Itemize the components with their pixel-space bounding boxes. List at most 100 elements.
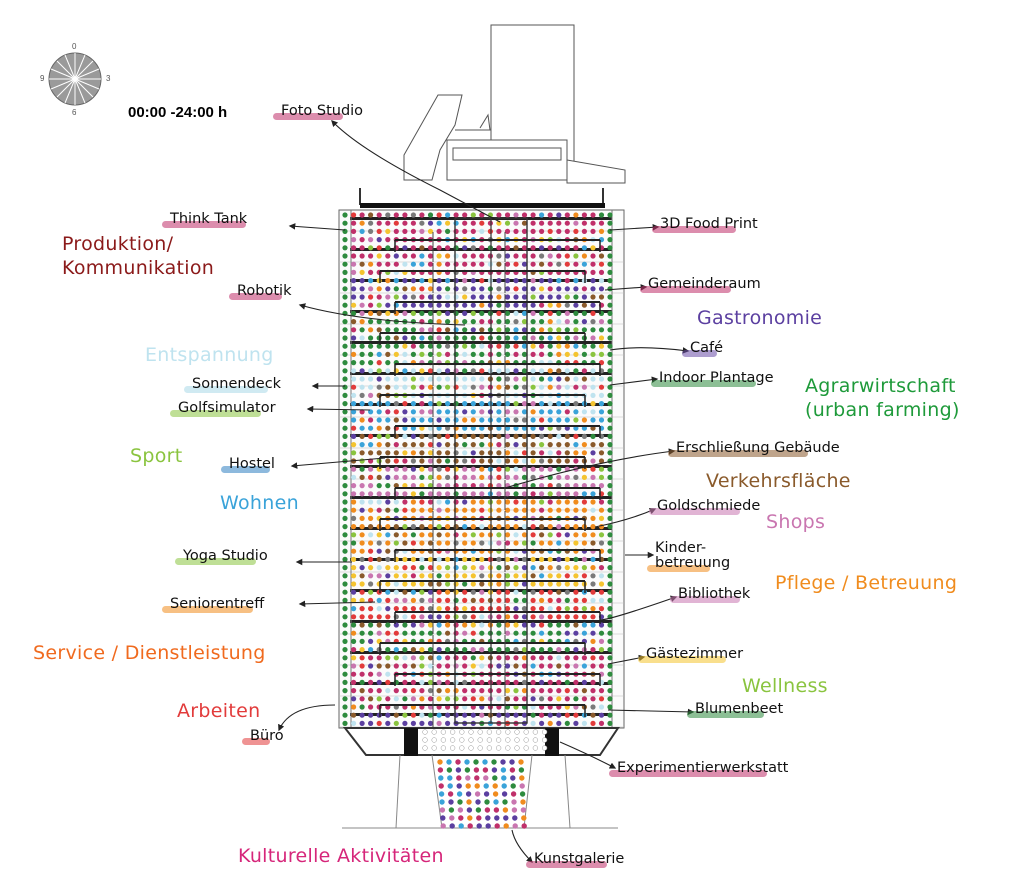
function-dot [419,532,425,538]
function-dot [504,524,511,530]
function-dot [607,638,613,645]
function-dot [402,663,408,669]
function-dot [556,433,562,439]
function-dot [521,556,528,563]
function-dot [590,343,596,349]
function-dot [573,491,579,497]
function-dot [376,376,382,382]
function-dot [598,573,605,579]
function-dot [581,499,588,505]
function-dot [598,360,605,366]
function-dot [419,417,425,423]
gallery-dot [492,791,499,797]
function-dot [598,630,605,636]
function-dot [539,253,545,259]
function-dot [539,212,545,218]
function-dot [547,319,553,325]
function-dot [351,515,357,522]
function-dot [504,647,511,653]
function-dot [590,499,596,505]
function-dot [351,597,357,604]
function-dot [590,384,596,390]
function-dot [427,401,434,407]
function-dot [479,622,485,628]
function-dot [504,540,511,546]
function-dot [573,401,579,407]
function-dot [521,310,528,316]
function-dot [581,212,588,218]
function-dot [376,261,382,267]
function-dot [547,655,553,661]
function-dot [564,450,570,456]
function-dot [359,499,365,505]
function-dot [564,384,570,390]
function-dot [590,376,596,382]
function-dot [368,638,374,645]
function-dot [436,622,442,628]
gallery-dot [464,759,470,765]
function-dot [410,286,416,292]
function-dot [504,614,511,620]
function-dot [385,327,391,333]
function-dot [470,688,476,694]
base-dot [422,737,428,743]
function-dot [445,384,451,390]
function-dot [496,491,502,497]
function-dot [359,671,365,677]
function-dot [419,368,425,374]
function-dot [547,630,553,636]
function-dot [607,597,613,604]
function-dot [607,655,613,661]
function-dot [504,335,511,341]
function-dot [590,556,596,563]
function-dot [410,319,416,325]
function-dot [445,491,451,497]
function-dot [556,286,562,292]
function-dot [376,622,382,628]
base-dot [541,737,548,743]
function-dot [453,401,459,407]
function-dot [436,573,442,579]
function-dot [573,622,579,628]
function-dot [504,581,511,587]
function-dot [556,614,562,620]
function-dot [573,524,579,530]
function-dot [342,483,348,489]
function-dot [530,688,536,694]
gallery-dot [521,823,527,829]
function-dot [530,417,536,423]
function-dot [402,261,408,267]
function-dot [453,655,459,661]
function-dot [402,376,408,382]
function-dot [393,589,399,595]
function-dot [393,696,399,702]
function-dot [470,597,476,604]
function-dot [453,253,459,259]
function-dot [445,614,451,620]
function-dot [419,302,425,308]
function-dot [539,688,545,694]
function-dot [521,245,528,251]
function-dot [342,335,348,341]
function-dot [342,589,348,595]
function-dot [539,278,545,284]
function-dot [513,499,519,505]
function-dot [342,351,348,357]
function-dot [564,655,570,661]
function-dot [504,491,511,497]
function-dot [402,228,408,234]
function-dot [581,327,588,333]
function-dot [581,565,588,571]
function-dot [504,401,511,407]
function-dot [521,696,528,702]
function-dot [590,294,596,300]
label-gold: Goldschmiede [657,498,761,514]
function-dot [539,630,545,636]
function-dot [598,589,605,595]
function-dot [359,556,365,563]
function-dot [598,720,605,727]
function-dot [402,499,408,505]
function-dot [530,589,536,595]
function-dot [513,450,519,456]
function-dot [376,556,382,563]
